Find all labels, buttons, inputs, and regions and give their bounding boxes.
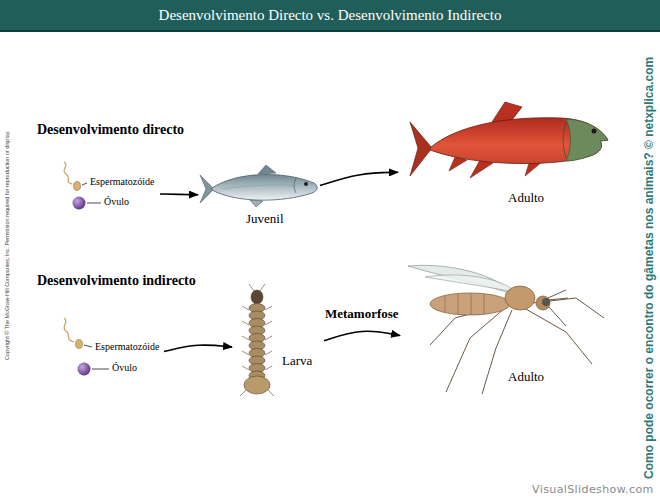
gamete-stage: EspermatozóideÓvulo	[60, 170, 160, 216]
stripe	[445, 295, 446, 313]
antenna	[548, 290, 566, 298]
stage-label: Juvenil	[246, 212, 284, 227]
stripe	[471, 293, 472, 315]
mosquito-wing	[425, 275, 514, 292]
larva-bristle	[240, 390, 246, 396]
side-caption: Como pode ocorrer o encontro do gâmetas …	[643, 57, 657, 479]
band-fill	[0, 58, 612, 235]
ovum-cell	[78, 363, 110, 376]
stage-label: Adulto	[508, 370, 544, 385]
adult-stage: Adulto	[400, 258, 612, 398]
adult-mosquito	[408, 265, 604, 394]
sperm-head	[76, 340, 83, 349]
gamete-label: Espermatozóide	[90, 176, 154, 188]
copyright-note: Copyright © The McGraw-Hill Companies, I…	[4, 130, 10, 359]
band-fill	[0, 240, 612, 455]
fish-fin	[258, 165, 276, 174]
larva-bristle	[249, 284, 254, 291]
leader-line	[84, 345, 92, 347]
mosquito-mouthparts	[548, 290, 568, 326]
salmon-tail	[410, 122, 432, 176]
stage-label: Larva	[282, 354, 312, 369]
band-shape	[0, 235, 612, 460]
larva	[240, 284, 274, 396]
larva-bristle	[265, 366, 272, 370]
leader-line	[87, 203, 101, 204]
fish-eye	[304, 182, 308, 186]
development-arrow	[160, 193, 198, 195]
sperm-tail	[64, 162, 72, 184]
gamete-label: Óvulo	[112, 362, 137, 374]
sperm-head	[74, 182, 81, 191]
gamete-label: Espermatozóide	[95, 341, 159, 353]
band-shape	[0, 50, 612, 250]
larva-bristle	[265, 336, 272, 340]
edge-label: Metamorfose	[325, 307, 399, 322]
ovum-cell	[73, 197, 102, 210]
salmon-head	[566, 119, 608, 161]
larva-thorax	[244, 376, 270, 394]
larva-bristle	[265, 306, 272, 310]
fish-line	[222, 185, 296, 189]
development-arrow	[320, 172, 398, 185]
leader-line	[82, 183, 87, 185]
sperm-tail	[64, 318, 74, 342]
stage-label: Adulto	[508, 191, 544, 206]
sperm-cell	[64, 162, 87, 191]
title-text: Desenvolvimento Directo vs. Desenvolvime…	[0, 0, 660, 30]
larva-bristle	[242, 351, 249, 355]
mosquito-head	[536, 296, 550, 310]
larva-bristle	[265, 351, 272, 355]
larva-bristle	[242, 306, 249, 310]
salmon-body	[430, 118, 608, 164]
larva-head	[251, 290, 263, 304]
stripe	[458, 294, 459, 314]
watermark: VisualSlideshow.com	[532, 484, 654, 497]
larva-bristle	[260, 284, 265, 291]
mosquito-leg	[524, 308, 592, 364]
development-band: Desenvolvimento indirectoEspermatozóideÓ…	[0, 235, 612, 460]
juvenile-fish	[200, 165, 317, 207]
leader-line	[92, 369, 109, 370]
stripe	[484, 294, 485, 314]
development-arrow	[324, 331, 400, 341]
juvenile-stage: Juvenil	[198, 160, 320, 232]
adult-salmon	[410, 102, 608, 178]
sperm-cell	[64, 318, 92, 349]
fish-fin	[250, 200, 263, 207]
salmon-eye	[592, 129, 597, 134]
gamete-label: Óvulo	[104, 196, 129, 208]
salmon-fin	[470, 160, 493, 178]
development-arrow	[164, 345, 232, 351]
larva-bristle	[268, 390, 274, 396]
larva-bristle	[242, 366, 249, 370]
band-heading: Desenvolvimento directo	[37, 122, 184, 138]
mosquito-abdomen	[430, 293, 510, 315]
larva-bristle	[242, 321, 249, 325]
mosquito-thorax	[505, 286, 535, 310]
ovum	[78, 363, 91, 376]
adult-stage: Adulto	[398, 95, 612, 213]
mosquito-eye	[542, 298, 550, 306]
ovum	[73, 197, 86, 210]
antenna	[548, 298, 568, 300]
gamete-stage: EspermatozóideÓvulo	[60, 328, 164, 382]
fish-body	[212, 174, 317, 200]
salmon-gill	[563, 122, 566, 158]
fish-gill	[294, 178, 296, 193]
proboscis	[549, 307, 566, 326]
band-heading: Desenvolvimento indirecto	[37, 273, 196, 289]
mosquito-stripes	[445, 293, 484, 315]
larva-bristle	[265, 321, 272, 325]
larva-bristle	[242, 336, 249, 340]
mosquito-leg	[482, 310, 512, 394]
larva-stage: Larva	[232, 288, 324, 400]
development-band: Desenvolvimento directoEspermatozóideÓvu…	[0, 50, 612, 250]
mosquito-leg	[446, 308, 505, 392]
